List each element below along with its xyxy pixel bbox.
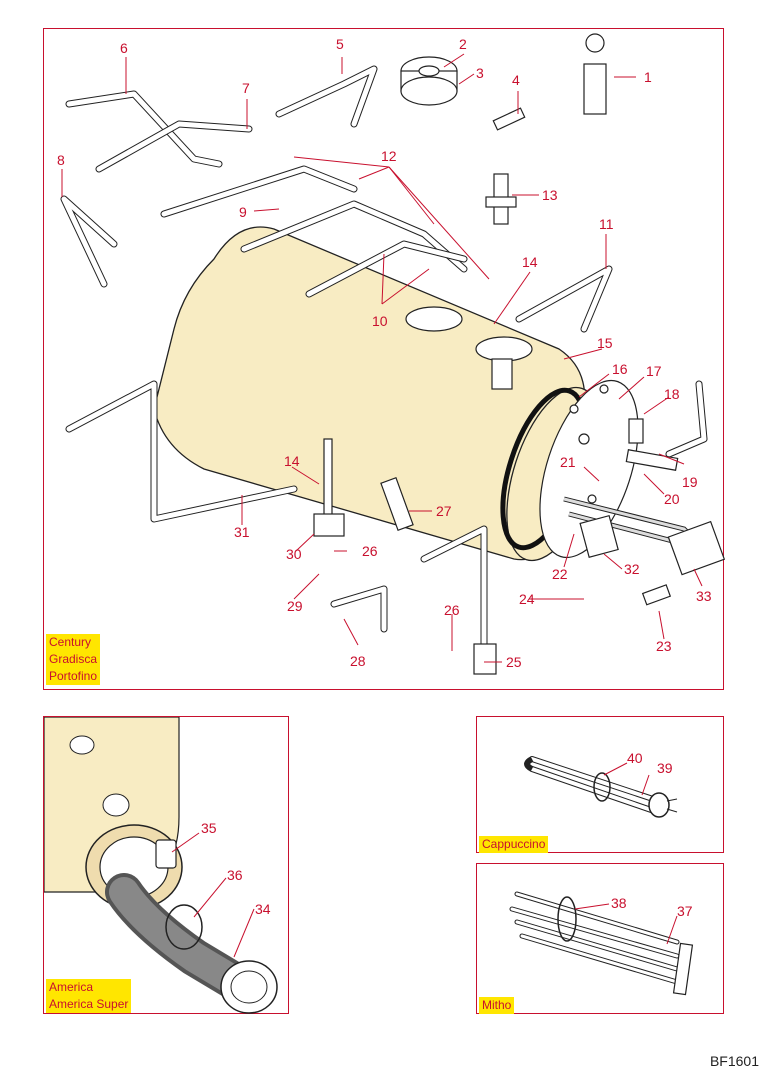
callout-2: 2: [459, 36, 467, 52]
callout-27: 27: [436, 503, 452, 519]
model-label-line: America Super: [49, 997, 129, 1011]
callout-21: 21: [560, 454, 576, 470]
callout-20: 20: [664, 491, 680, 507]
heating-element-america: [105, 873, 278, 1014]
america-diagram: 35 36 34: [44, 717, 278, 1014]
callout-13: 13: [542, 187, 558, 203]
callout-9: 9: [239, 204, 247, 220]
callout-40: 40: [627, 750, 643, 766]
callout-12: 12: [381, 148, 397, 164]
callout-3: 3: [476, 65, 484, 81]
callout-8: 8: [57, 152, 65, 168]
callout-numbers: 35 36 34: [201, 820, 271, 917]
callout-26b: 26: [362, 543, 378, 559]
callout-10: 10: [372, 313, 388, 329]
model-label-line: Portofino: [49, 669, 98, 683]
callout-23: 23: [656, 638, 672, 654]
model-label-line: Mitho: [482, 998, 512, 1012]
fittings: [313, 33, 679, 675]
callout-25: 25: [506, 654, 522, 670]
callout-32: 32: [624, 561, 640, 577]
main-panel: 1 2 3 4 5 6 7 8 9 10 12 11 13 14 14 15 1…: [43, 28, 725, 690]
pipes: [60, 65, 708, 653]
leader-lines: [574, 903, 678, 945]
callout-6: 6: [120, 40, 128, 56]
callout-4: 4: [512, 72, 520, 88]
callout-17: 17: [646, 363, 662, 379]
callout-34: 34: [255, 901, 271, 917]
model-label-line: Gradisca: [49, 652, 98, 666]
callout-39: 39: [657, 760, 673, 776]
callout-7: 7: [242, 80, 250, 96]
model-label: Cappuccino: [479, 836, 549, 853]
leader-lines: [603, 762, 650, 796]
heating-element-mitho: [509, 891, 694, 996]
callout-29: 29: [287, 598, 303, 614]
callout-38: 38: [611, 895, 627, 911]
callout-numbers: 1 2 3 4 5 6 7 8 9 10 12 11 13 14 14 15 1…: [57, 36, 712, 670]
cappuccino-diagram: 40 39: [524, 750, 678, 818]
cappuccino-panel: 40 39 Cappuccino: [476, 716, 724, 853]
callout-30: 30: [286, 546, 302, 562]
heating-element-cappuccino: [524, 756, 678, 818]
callout-31: 31: [234, 524, 250, 540]
callout-16: 16: [612, 361, 628, 377]
callout-37: 37: [677, 903, 693, 919]
heating-element: [563, 496, 725, 576]
callout-19: 19: [682, 474, 698, 490]
callout-35: 35: [201, 820, 217, 836]
callout-11: 11: [599, 216, 614, 232]
main-diagram: 1 2 3 4 5 6 7 8 9 10 12 11 13 14 14 15 1…: [57, 33, 725, 675]
callout-18: 18: [664, 386, 680, 402]
leader-lines: [61, 53, 703, 663]
model-label-line: Century: [49, 635, 92, 649]
callout-24: 24: [519, 591, 535, 607]
callout-14b: 14: [284, 453, 300, 469]
america-panel: 35 36 34 America America Super: [43, 716, 289, 1014]
callout-numbers: 40 39: [627, 750, 673, 776]
callout-15: 15: [597, 335, 613, 351]
model-label: Century Gradisca Portofino: [46, 634, 101, 685]
callout-28: 28: [350, 653, 366, 669]
callout-5: 5: [336, 36, 344, 52]
mitho-panel: 38 37 Mitho: [476, 863, 724, 1014]
callout-33: 33: [696, 588, 712, 604]
mitho-diagram: 38 37: [509, 891, 694, 996]
model-label: Mitho: [479, 997, 515, 1014]
callout-22: 22: [552, 566, 568, 582]
model-label: America America Super: [46, 979, 132, 1013]
model-label-line: Cappuccino: [482, 837, 546, 851]
callout-26a: 26: [444, 602, 460, 618]
callout-36: 36: [227, 867, 243, 883]
callout-numbers: 38 37: [611, 895, 693, 919]
leader-lines: [171, 832, 255, 958]
callout-1: 1: [644, 69, 652, 85]
model-label-line: America: [49, 980, 94, 994]
callout-14a: 14: [522, 254, 538, 270]
reference-code: BF1601: [709, 1053, 759, 1069]
